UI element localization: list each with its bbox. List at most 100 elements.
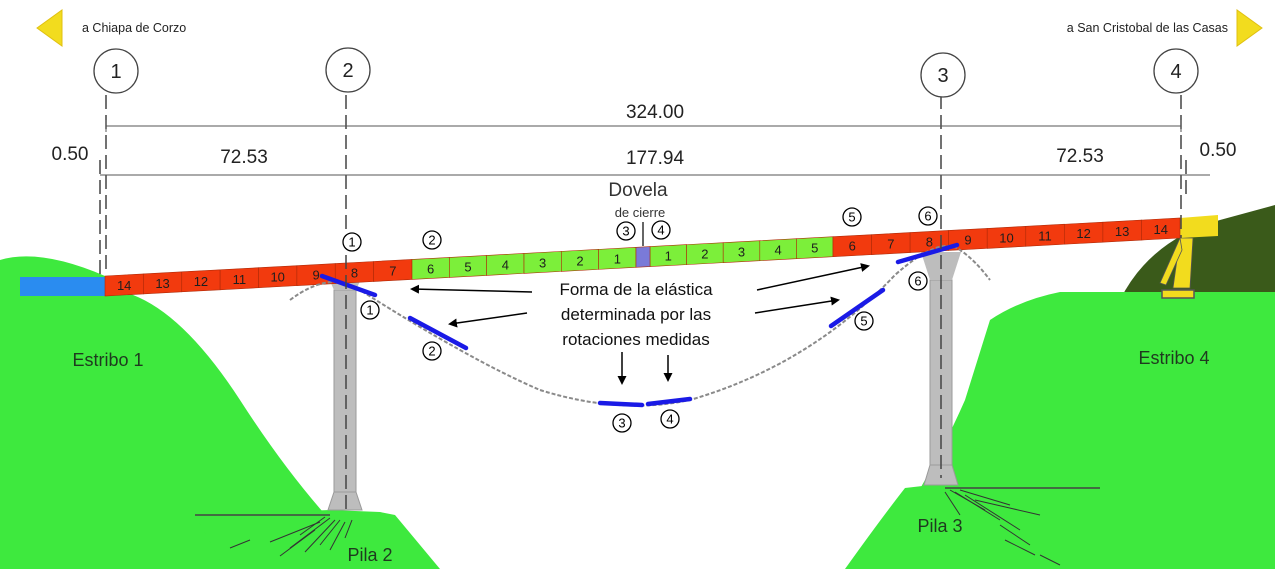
deck-marker-4-circle xyxy=(651,220,671,240)
segment-label-right_green-2: 3 xyxy=(738,245,745,260)
axis-circle-3 xyxy=(920,52,966,98)
segment-label-right_red-1: 7 xyxy=(887,237,894,252)
axis-circle-4 xyxy=(1153,48,1199,94)
arrow-to-1 xyxy=(410,284,533,294)
segment-label-left_green-3: 3 xyxy=(539,255,546,270)
curve-marker-4-circle xyxy=(660,409,680,429)
curve-marker-1-circle xyxy=(360,300,380,320)
pier-2 xyxy=(333,289,357,499)
deck-marker-2-label: 2 xyxy=(428,233,435,248)
deck-marker-2-circle xyxy=(422,230,442,250)
curve-marker-4-label: 4 xyxy=(666,412,673,427)
axis-label-3: 3 xyxy=(937,65,948,87)
axis-circle-1 xyxy=(93,48,139,94)
deck-marker-6-label: 6 xyxy=(924,209,931,224)
curve-marker-5-circle xyxy=(854,311,874,331)
curve-marker-6-label: 6 xyxy=(914,274,921,289)
deck-marker-5-label: 5 xyxy=(848,210,855,225)
rotation-segment-3 xyxy=(597,400,645,408)
curve-marker-5-label: 5 xyxy=(860,314,867,329)
deck-marker-6-circle xyxy=(918,206,938,226)
rotation-segment-1 xyxy=(319,273,378,298)
dimension-labels: 324.00 0.50 72.53 177.94 72.53 0.50 xyxy=(52,102,1237,169)
rotation-segment-4 xyxy=(645,396,693,407)
closure-subtitle: de cierre xyxy=(615,205,666,220)
abutment-1-label: Estribo 1 xyxy=(72,350,143,370)
curve-marker-3-circle xyxy=(612,413,632,433)
deck-end-left xyxy=(20,277,105,296)
segment-label-right_green-1: 2 xyxy=(701,247,708,262)
segment-label-right_red-6: 12 xyxy=(1076,226,1090,241)
curve-marker-2-circle xyxy=(422,341,442,361)
curve-marker-1-label: 1 xyxy=(366,303,373,318)
segment-label-left_red-7: 7 xyxy=(389,263,396,278)
abutment-4-leg xyxy=(1172,237,1194,289)
axis-circle-2 xyxy=(325,47,371,93)
direction-left: a Chiapa de Corzo xyxy=(36,9,186,47)
rotation-segment-5 xyxy=(828,287,886,329)
annotation: Forma de la elástica determinada por las… xyxy=(559,280,713,349)
segment-label-right_green-0: 1 xyxy=(665,249,672,264)
pier2-mound xyxy=(195,510,440,569)
measured-rotations xyxy=(319,242,960,408)
axis-label-1: 1 xyxy=(110,61,121,83)
left-bank xyxy=(0,256,345,569)
annotation-line-2: determinada por las xyxy=(561,305,711,324)
dimension-total: 324.00 xyxy=(626,102,684,123)
dimension-lines xyxy=(100,120,1210,176)
segment-label-left_red-3: 11 xyxy=(233,272,247,287)
arrow-to-2 xyxy=(448,312,528,328)
direction-left-label: a Chiapa de Corzo xyxy=(82,21,186,35)
segment-label-left_red-5: 9 xyxy=(312,268,319,283)
abutment-4-plate xyxy=(1161,289,1195,299)
segment-label-right_red-7: 13 xyxy=(1115,224,1129,239)
segment-label-right_red-8: 14 xyxy=(1153,222,1167,237)
segment-label-right_red-0: 6 xyxy=(849,239,856,254)
rotation-segment-6 xyxy=(895,242,960,265)
pier-2-base xyxy=(327,491,363,511)
segment-label-left_red-2: 12 xyxy=(194,274,208,289)
foundation-hatch xyxy=(229,489,1061,566)
segment-label-right_red-5: 11 xyxy=(1038,228,1052,243)
segment-label-right_green-3: 4 xyxy=(774,243,781,258)
direction-right: a San Cristobal de las Casas xyxy=(1067,9,1263,47)
dimension-span-right: 72.53 xyxy=(1056,146,1104,167)
deck-marker-4-label: 4 xyxy=(657,223,664,238)
deck-marker-5-circle xyxy=(842,207,862,227)
axis-label-4: 4 xyxy=(1170,61,1181,83)
deck-marker-3-circle xyxy=(616,221,636,241)
closure-segment xyxy=(635,246,651,268)
deck-marker-1-circle xyxy=(342,232,362,252)
segment-label-left_green-0: 6 xyxy=(427,261,434,276)
arrow-right-icon xyxy=(1236,9,1263,47)
curve-marker-6-circle xyxy=(908,271,928,291)
dimension-span-left: 72.53 xyxy=(220,147,268,168)
pier-2-label: Pila 2 xyxy=(347,545,392,565)
arrow-to-5 xyxy=(754,296,840,314)
direction-right-label: a San Cristobal de las Casas xyxy=(1067,21,1228,35)
segment-label-left_red-6: 8 xyxy=(351,266,358,281)
abutment-4-label: Estribo 4 xyxy=(1138,348,1209,368)
segment-label-left_red-4: 10 xyxy=(270,270,284,285)
rotation-segment-2 xyxy=(407,315,469,351)
segment-label-right_red-2: 8 xyxy=(926,235,933,250)
curve-marker-2-label: 2 xyxy=(428,344,435,359)
abutment-4-brace xyxy=(1159,236,1183,286)
dimension-left-offset: 0.50 xyxy=(52,144,89,165)
segment-label-left_green-4: 2 xyxy=(576,253,583,268)
deck-marker-3-label: 3 xyxy=(622,224,629,239)
abutment-4-support xyxy=(1159,236,1195,299)
segment-label-right_red-4: 10 xyxy=(999,230,1013,245)
segment-label-right_green-4: 5 xyxy=(811,241,818,256)
annotation-line-3: rotaciones medidas xyxy=(562,330,709,349)
segment-label-left_green-5: 1 xyxy=(614,251,621,266)
axis-label-2: 2 xyxy=(342,60,353,82)
arrow-left-icon xyxy=(36,9,63,47)
annotation-arrows xyxy=(410,263,870,385)
annotation-line-1: Forma de la elástica xyxy=(559,280,713,299)
segment-label-left_red-0: 14 xyxy=(117,278,131,293)
closure-title: Dovela xyxy=(608,180,668,201)
